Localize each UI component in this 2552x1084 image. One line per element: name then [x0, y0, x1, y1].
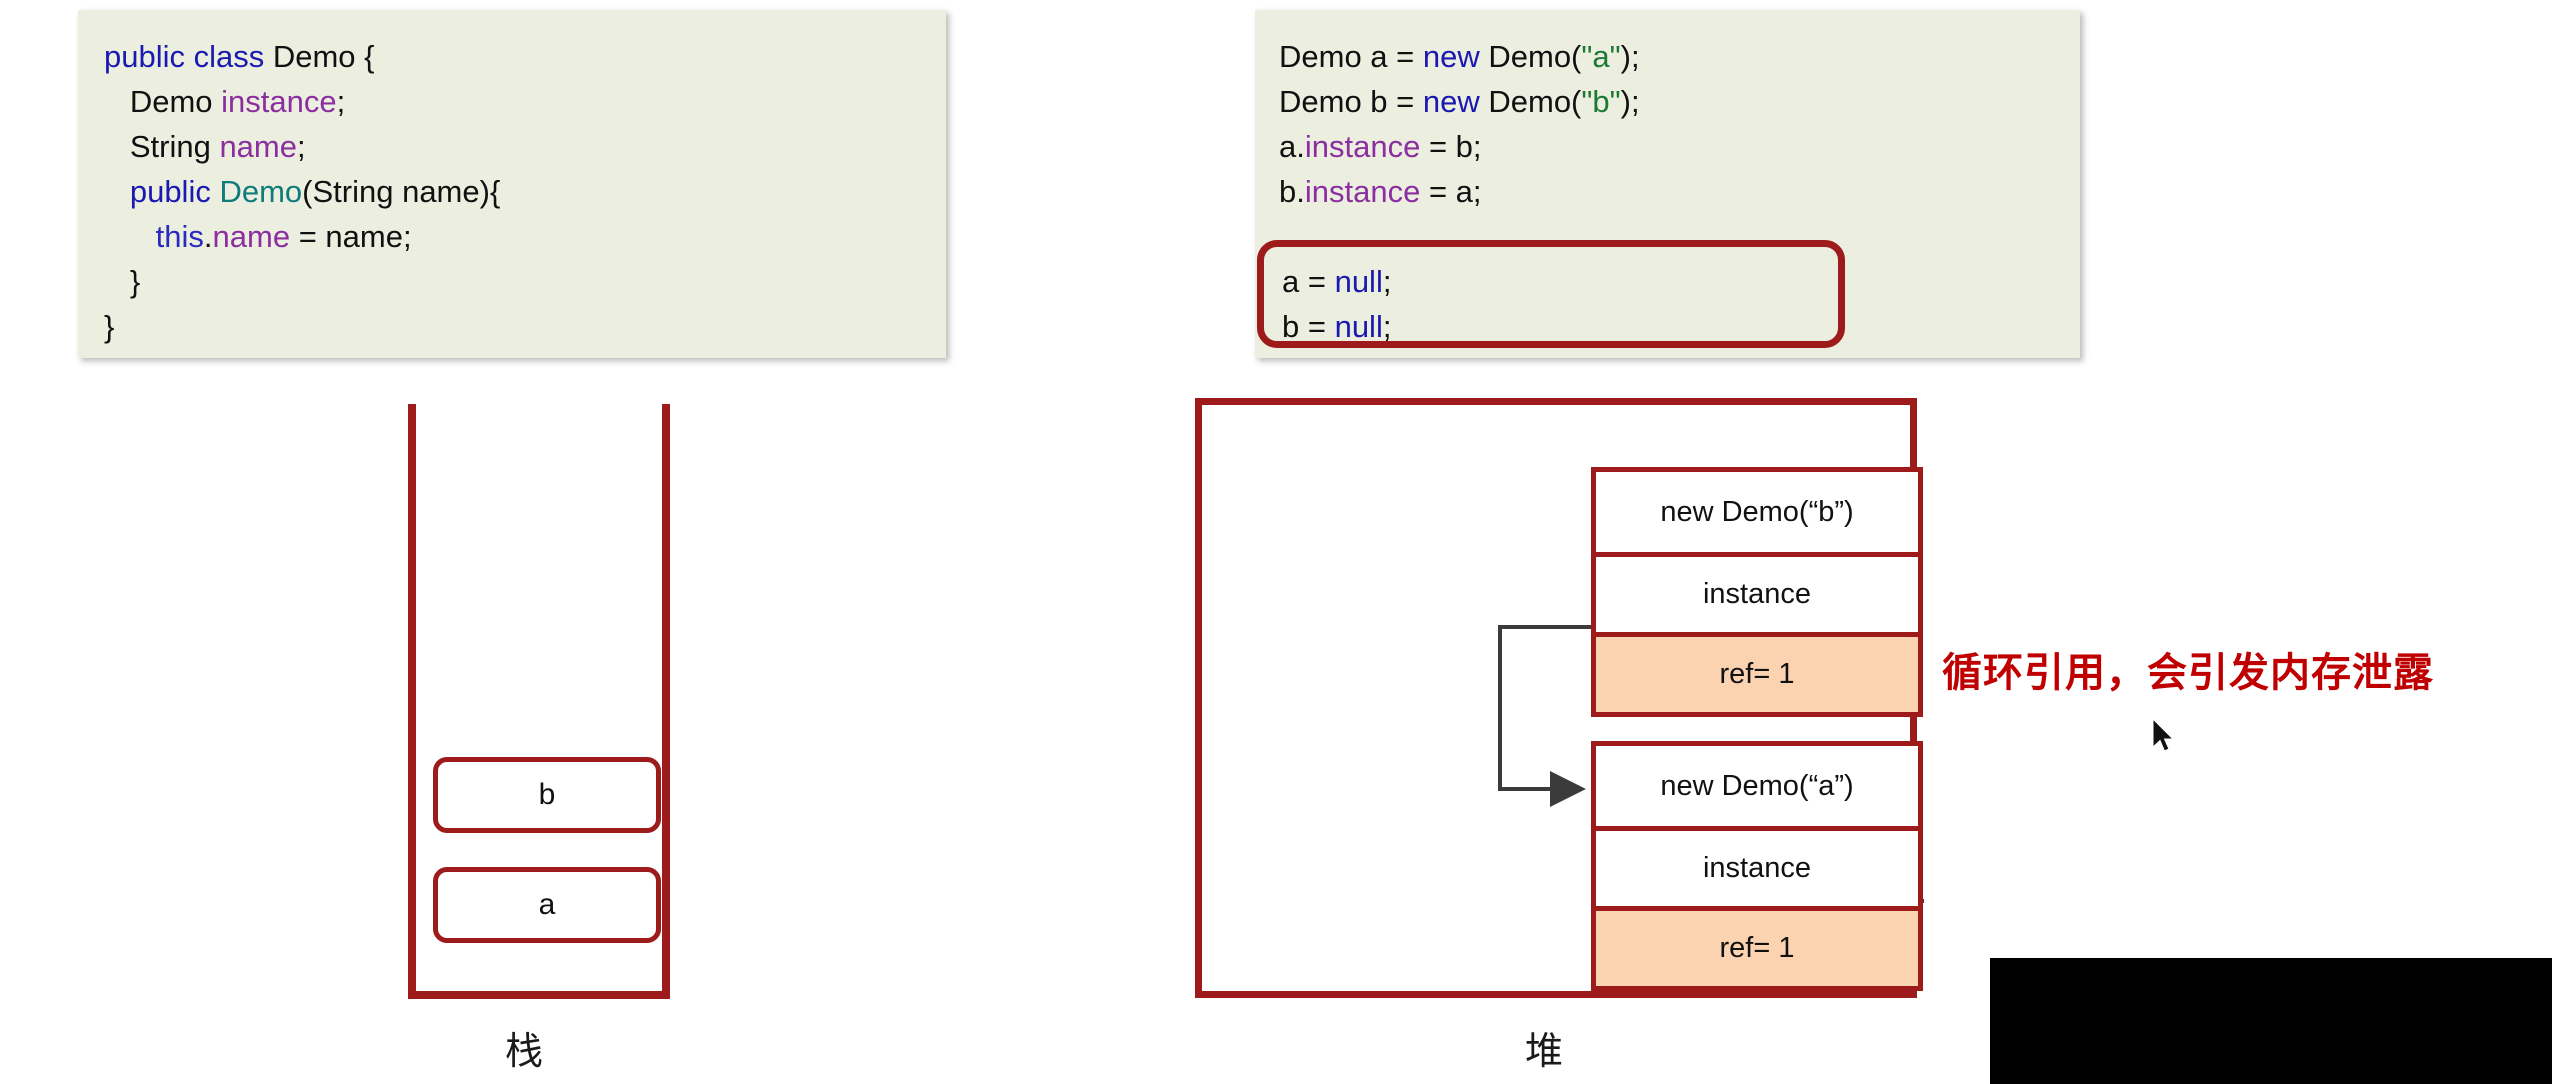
stack-frame-b: b [433, 757, 661, 833]
code-token: b = [1282, 309, 1335, 344]
code-token: (String name){ [302, 174, 501, 209]
code-token: name [212, 219, 291, 254]
code-token: ; [336, 84, 346, 119]
code-lines-class-definition: public class Demo { Demo instance; Strin… [78, 10, 946, 349]
code-token: . [203, 219, 213, 254]
code-token: new [1422, 84, 1480, 119]
heap-object-a-header: new Demo(“a”) [1596, 746, 1918, 826]
mouse-cursor-icon [2152, 718, 2175, 752]
code-token: = name; [290, 219, 412, 254]
code-token: Demo [104, 84, 222, 119]
stack-frame-b-label: b [538, 778, 556, 811]
heap-object-a-instance-field: instance [1596, 826, 1918, 906]
code-token: name [219, 129, 297, 164]
code-token: null [1334, 264, 1383, 299]
heap-object-b-instance-field: instance [1596, 552, 1918, 632]
heap-container: new Demo(“b”) instance ref= 1 new Demo(“… [1195, 398, 1924, 998]
code-token: ); [1620, 84, 1640, 119]
code-line: b.instance = a; [1279, 169, 2080, 214]
code-line: a.instance = b; [1279, 124, 2080, 169]
code-lines-null-assignment: a = null;b = null; [1264, 247, 1838, 349]
code-line: public class Demo { [104, 34, 946, 79]
code-token: instance [1304, 174, 1421, 209]
code-token: ; [1382, 264, 1392, 299]
code-token: instance [1304, 129, 1421, 164]
code-panel-class-definition: public class Demo { Demo instance; Strin… [78, 10, 946, 358]
code-line: Demo b = new Demo("b"); [1279, 79, 2080, 124]
heap-object-b-header: new Demo(“b”) [1596, 472, 1918, 552]
code-line: b = null; [1282, 304, 1838, 349]
code-token: public [104, 174, 220, 209]
heap-label: 堆 [1525, 1029, 1564, 1073]
code-token: = a; [1420, 174, 1482, 209]
null-assignment-highlight-box: a = null;b = null; [1257, 240, 1845, 348]
code-token: "a" [1581, 39, 1621, 74]
code-token: this [104, 219, 204, 254]
code-token: instance [221, 84, 337, 119]
code-token: Demo { [272, 39, 375, 74]
code-token: public class [104, 39, 273, 74]
code-token: Demo( [1479, 39, 1582, 74]
code-token: new [1422, 39, 1480, 74]
stack-frame-a-label: a [538, 888, 556, 921]
code-token: a. [1279, 129, 1305, 164]
code-token: b. [1279, 174, 1305, 209]
code-line: public Demo(String name){ [104, 169, 946, 214]
code-token: = b; [1420, 129, 1482, 164]
code-line: } [104, 259, 946, 304]
code-token: "b" [1581, 84, 1621, 119]
black-overlay-panel [1990, 958, 2552, 1084]
code-token: } [104, 309, 115, 344]
code-line: String name; [104, 124, 946, 169]
code-line: Demo a = new Demo("a"); [1279, 34, 2080, 79]
heap-object-a-ref-count: ref= 1 [1596, 906, 1918, 986]
code-token: null [1334, 309, 1383, 344]
code-line: this.name = name; [104, 214, 946, 259]
code-token: Demo b = [1279, 84, 1423, 119]
stack-frame-a: a [433, 867, 661, 943]
memory-leak-annotation: 循环引用，会引发内存泄露 [1942, 650, 2434, 696]
code-token: ); [1620, 39, 1640, 74]
code-token: a = [1282, 264, 1335, 299]
code-token: ; [1382, 309, 1392, 344]
code-line: } [104, 304, 946, 349]
heap-object-a: new Demo(“a”) instance ref= 1 [1591, 741, 1923, 991]
stack-container: b a [408, 404, 670, 999]
code-line: Demo instance; [104, 79, 946, 124]
code-token: String [104, 129, 220, 164]
code-panel-usage-snippet: Demo a = new Demo("a");Demo b = new Demo… [1255, 10, 2080, 358]
code-line: a = null; [1282, 259, 1838, 304]
code-token: Demo a = [1279, 39, 1423, 74]
heap-object-b-ref-count: ref= 1 [1596, 632, 1918, 712]
stack-label: 栈 [505, 1029, 544, 1073]
code-token: ; [296, 129, 306, 164]
code-token: Demo( [1479, 84, 1582, 119]
code-token: } [104, 264, 141, 299]
code-lines-usage-snippet: Demo a = new Demo("a");Demo b = new Demo… [1255, 10, 2080, 214]
code-token: Demo [219, 174, 303, 209]
heap-object-b: new Demo(“b”) instance ref= 1 [1591, 467, 1923, 717]
